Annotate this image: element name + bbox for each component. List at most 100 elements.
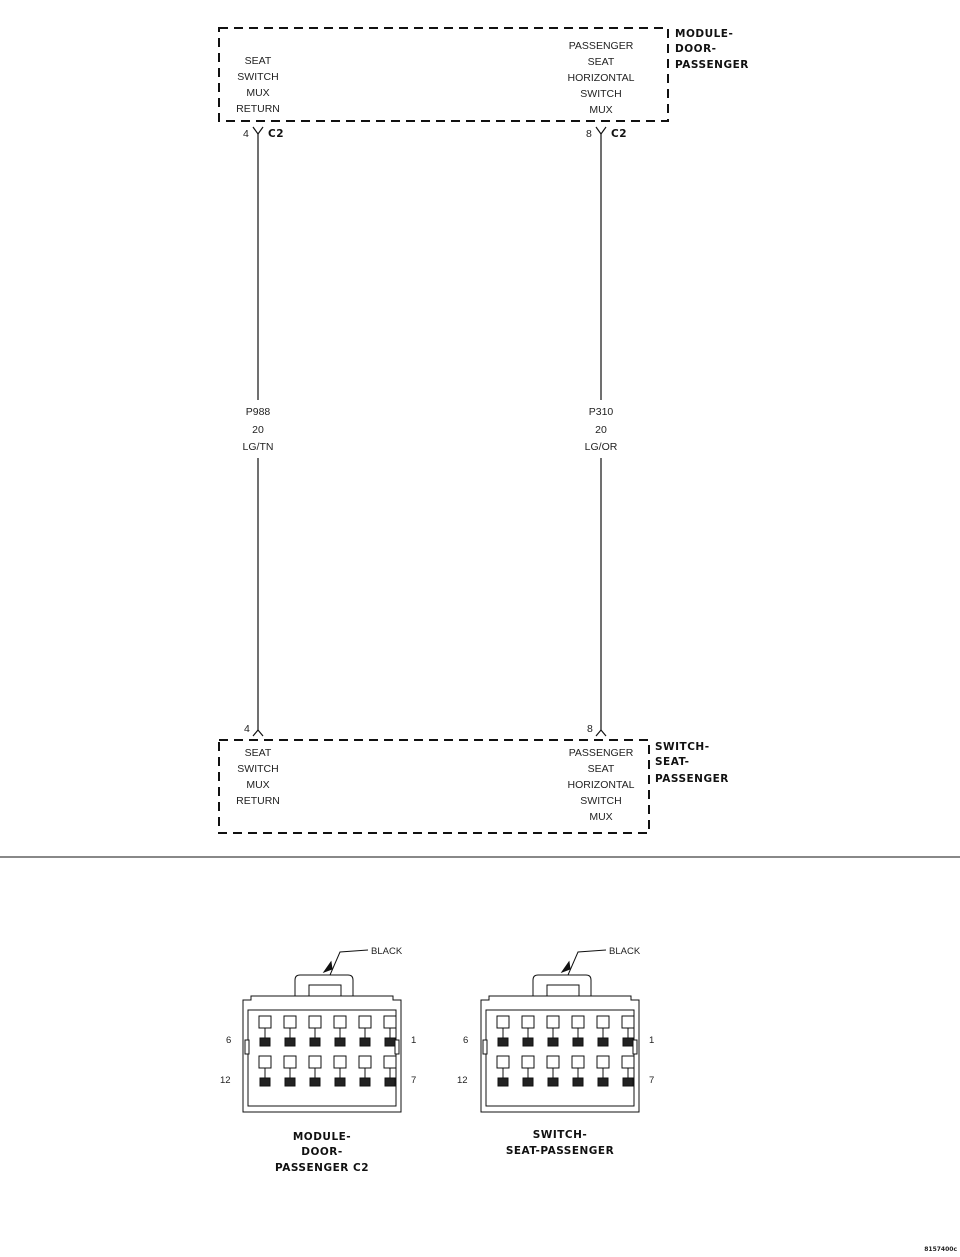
connector-0-color-label: BLACK <box>371 946 403 957</box>
bottom-left-func-2: SWITCH <box>237 763 278 775</box>
connector-0-notch-right <box>394 1039 400 1055</box>
connector-1-terminal-4 <box>546 1015 560 1047</box>
wire-left-color: LG/TN <box>243 441 274 453</box>
connector-0-caption-3: PASSENGER C2 <box>275 1162 369 1174</box>
bottom-module-name-line-1: SWITCH- <box>655 741 710 753</box>
bottom-right-func-5: MUX <box>589 811 612 823</box>
connector-view-module-door-passenger-c2 <box>242 949 402 1113</box>
connector-0-terminal-8 <box>358 1055 372 1087</box>
wire-right-circuit: P310 <box>589 406 614 418</box>
top-left-func-3: MUX <box>246 87 269 99</box>
top-left-func-4: RETURN <box>236 103 280 115</box>
connector-1-caption-2: SEAT-PASSENGER <box>506 1145 614 1157</box>
figure-id: 8157400c <box>924 1246 957 1253</box>
connector-1-terminal-7 <box>621 1055 635 1087</box>
bottom-left-func-4: RETURN <box>236 795 280 807</box>
bottom-left-pin-number: 4 <box>244 723 250 735</box>
connector-1-pin-7-label: 7 <box>649 1075 654 1086</box>
top-right-func-5: MUX <box>589 104 612 116</box>
connector-0-arrow-icon <box>322 960 333 974</box>
top-right-func-3: HORIZONTAL <box>568 72 635 84</box>
connector-0-terminal-6 <box>258 1015 272 1047</box>
connector-1-terminal-10 <box>546 1055 560 1087</box>
connector-1-terminal-6 <box>496 1015 510 1047</box>
connector-1-notch-left <box>482 1039 488 1055</box>
top-left-func-2: SWITCH <box>237 71 278 83</box>
top-right-pin: 8 C2 <box>586 126 627 140</box>
connector-1-color-label: BLACK <box>609 946 641 957</box>
top-left-connector-id: C2 <box>268 128 284 140</box>
connector-view-switch-seat-passenger <box>480 949 640 1113</box>
top-module-name-line-1: MODULE- <box>675 28 733 40</box>
connector-0-terminal-2 <box>358 1015 372 1047</box>
top-right-pin-female-icon <box>595 126 607 136</box>
top-right-func-2: SEAT <box>588 56 615 68</box>
connector-1-terminal-12 <box>496 1055 510 1087</box>
bottom-right-pin-number: 8 <box>587 723 593 735</box>
connector-1-pin-6-label: 6 <box>463 1035 468 1046</box>
connector-0-caption-2: DOOR- <box>301 1146 343 1158</box>
wire-left-gauge: 20 <box>252 424 264 436</box>
switch-seat-passenger-name: SWITCH- SEAT- PASSENGER <box>655 741 729 785</box>
connector-1-terminal-8 <box>596 1055 610 1087</box>
connector-1-terminal-2 <box>596 1015 610 1047</box>
connector-1-terminal-11 <box>521 1055 535 1087</box>
wire-right-color: LG/OR <box>585 441 618 453</box>
connector-0-labels: BLACK 6 1 12 7 MODULE- DOOR- PASSENGER C… <box>220 946 416 1174</box>
connector-0-terminal-12 <box>258 1055 272 1087</box>
connector-1-pin-12-label: 12 <box>457 1075 468 1086</box>
connector-1-labels: BLACK 6 1 12 7 SWITCH- SEAT-PASSENGER <box>457 946 654 1157</box>
connector-0-terminal-7 <box>383 1055 397 1087</box>
bottom-right-func-4: SWITCH <box>580 795 621 807</box>
connector-1-terminal-9 <box>571 1055 585 1087</box>
connector-0-leader-line <box>329 949 369 976</box>
top-right-connector-id: C2 <box>611 128 627 140</box>
connector-0-notch-left <box>244 1039 250 1055</box>
bottom-module-name-line-2: SEAT- <box>655 756 690 768</box>
top-right-func-4: SWITCH <box>580 88 621 100</box>
connector-1-terminal-5 <box>521 1015 535 1047</box>
top-module-name-line-3: PASSENGER <box>675 59 749 71</box>
top-right-func-1: PASSENGER <box>569 40 634 52</box>
top-left-func-1: SEAT <box>245 55 272 67</box>
bottom-left-pin: 4 <box>244 723 264 737</box>
top-left-pin-female-icon <box>252 126 264 136</box>
connector-0-terminal-1 <box>383 1015 397 1047</box>
bottom-right-pin-male-icon <box>595 729 607 737</box>
bottom-right-pin: 8 <box>587 723 607 737</box>
bottom-left-func-1: SEAT <box>245 747 272 759</box>
connector-0-terminal-11 <box>283 1055 297 1087</box>
connector-1-leader-line <box>567 949 607 976</box>
connector-0-pin-12-label: 12 <box>220 1075 231 1086</box>
wire-left-circuit: P988 <box>246 406 271 418</box>
connector-0-pin-1-label: 1 <box>411 1035 416 1046</box>
connector-0-pin-7-label: 7 <box>411 1075 416 1086</box>
wire-right-gauge: 20 <box>595 424 607 436</box>
connector-1-terminal-1 <box>621 1015 635 1047</box>
bottom-right-pin-function: PASSENGER SEAT HORIZONTAL SWITCH MUX <box>568 747 635 823</box>
connector-1-notch-right <box>632 1039 638 1055</box>
connector-1-arrow-icon <box>560 960 571 974</box>
connector-0-terminal-9 <box>333 1055 347 1087</box>
bottom-left-func-3: MUX <box>246 779 269 791</box>
module-door-passenger-box <box>218 27 669 122</box>
wire-right: P310 20 LG/OR <box>585 134 618 730</box>
bottom-right-func-3: HORIZONTAL <box>568 779 635 791</box>
connector-0-terminal-3 <box>333 1015 347 1047</box>
bottom-left-pin-male-icon <box>252 729 264 737</box>
bottom-right-func-1: PASSENGER <box>569 747 634 759</box>
switch-seat-passenger-box <box>218 739 650 834</box>
connector-0-terminal-4 <box>308 1015 322 1047</box>
top-right-pin-function: PASSENGER SEAT HORIZONTAL SWITCH MUX <box>568 40 635 116</box>
top-module-name-line-2: DOOR- <box>675 43 717 55</box>
bottom-left-pin-function: SEAT SWITCH MUX RETURN <box>236 747 280 807</box>
connector-0-terminal-10 <box>308 1055 322 1087</box>
connector-0-terminal-5 <box>283 1015 297 1047</box>
module-door-passenger-name: MODULE- DOOR- PASSENGER <box>675 28 749 71</box>
connector-0-caption-1: MODULE- <box>293 1131 351 1143</box>
top-left-pin-function: SEAT SWITCH MUX RETURN <box>236 55 280 115</box>
bottom-module-name-line-3: PASSENGER <box>655 773 729 785</box>
top-left-pin: 4 C2 <box>243 126 284 140</box>
connector-1-terminal-3 <box>571 1015 585 1047</box>
